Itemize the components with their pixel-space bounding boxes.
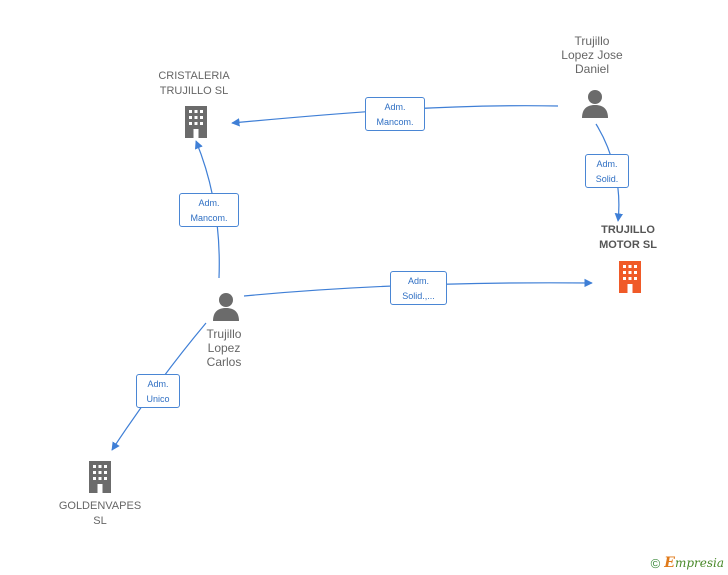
edge-label-jose-cristaleria[interactable]: Adm. Mancom.	[365, 97, 425, 131]
edge-label-line2: Mancom.	[190, 213, 228, 223]
copyright-symbol: ©	[650, 555, 661, 571]
edge-label-line1: Adm.	[596, 159, 618, 169]
brand-footer: © Empresia	[651, 555, 724, 571]
edge-label-line2: Solid.,...	[402, 291, 435, 301]
building-icon[interactable]	[85, 459, 115, 493]
edge-label-line2: Unico	[146, 394, 170, 404]
edge-label-line2: Mancom.	[376, 117, 414, 127]
building-icon[interactable]	[615, 259, 645, 293]
edge-label-jose-motor[interactable]: Adm. Solid.	[585, 154, 629, 188]
edge-label-carlos-goldenvapes[interactable]: Adm. Unico	[136, 374, 180, 408]
edge-label-line1: Adm.	[147, 379, 169, 389]
building-icon[interactable]	[181, 104, 211, 138]
edge-label-line2: Solid.	[595, 174, 619, 184]
person-icon[interactable]	[580, 88, 610, 118]
edge-label-line1: Adm.	[407, 276, 429, 286]
carlos-label: Trujillo Lopez Carlos	[206, 327, 242, 369]
edge-label-line1: Adm.	[198, 198, 220, 208]
cristaleria-label: CRISTALERIA TRUJILLO SL	[158, 70, 230, 97]
brand-name: mpresia	[674, 556, 724, 570]
brand-logo[interactable]: Empresia	[664, 555, 724, 571]
jose-daniel-label: Trujillo Lopez Jose Daniel	[561, 34, 623, 76]
edge-label-line1: Adm.	[384, 102, 406, 112]
brand-initial: E	[664, 555, 675, 571]
edge-label-carlos-cristaleria[interactable]: Adm. Mancom.	[179, 193, 239, 227]
person-icon[interactable]	[211, 291, 241, 321]
trujillo-motor-label: TRUJILLO MOTOR SL	[599, 224, 657, 251]
edge-label-carlos-motor[interactable]: Adm. Solid.,...	[390, 271, 447, 305]
goldenvapes-label: GOLDENVAPES SL	[58, 500, 142, 527]
